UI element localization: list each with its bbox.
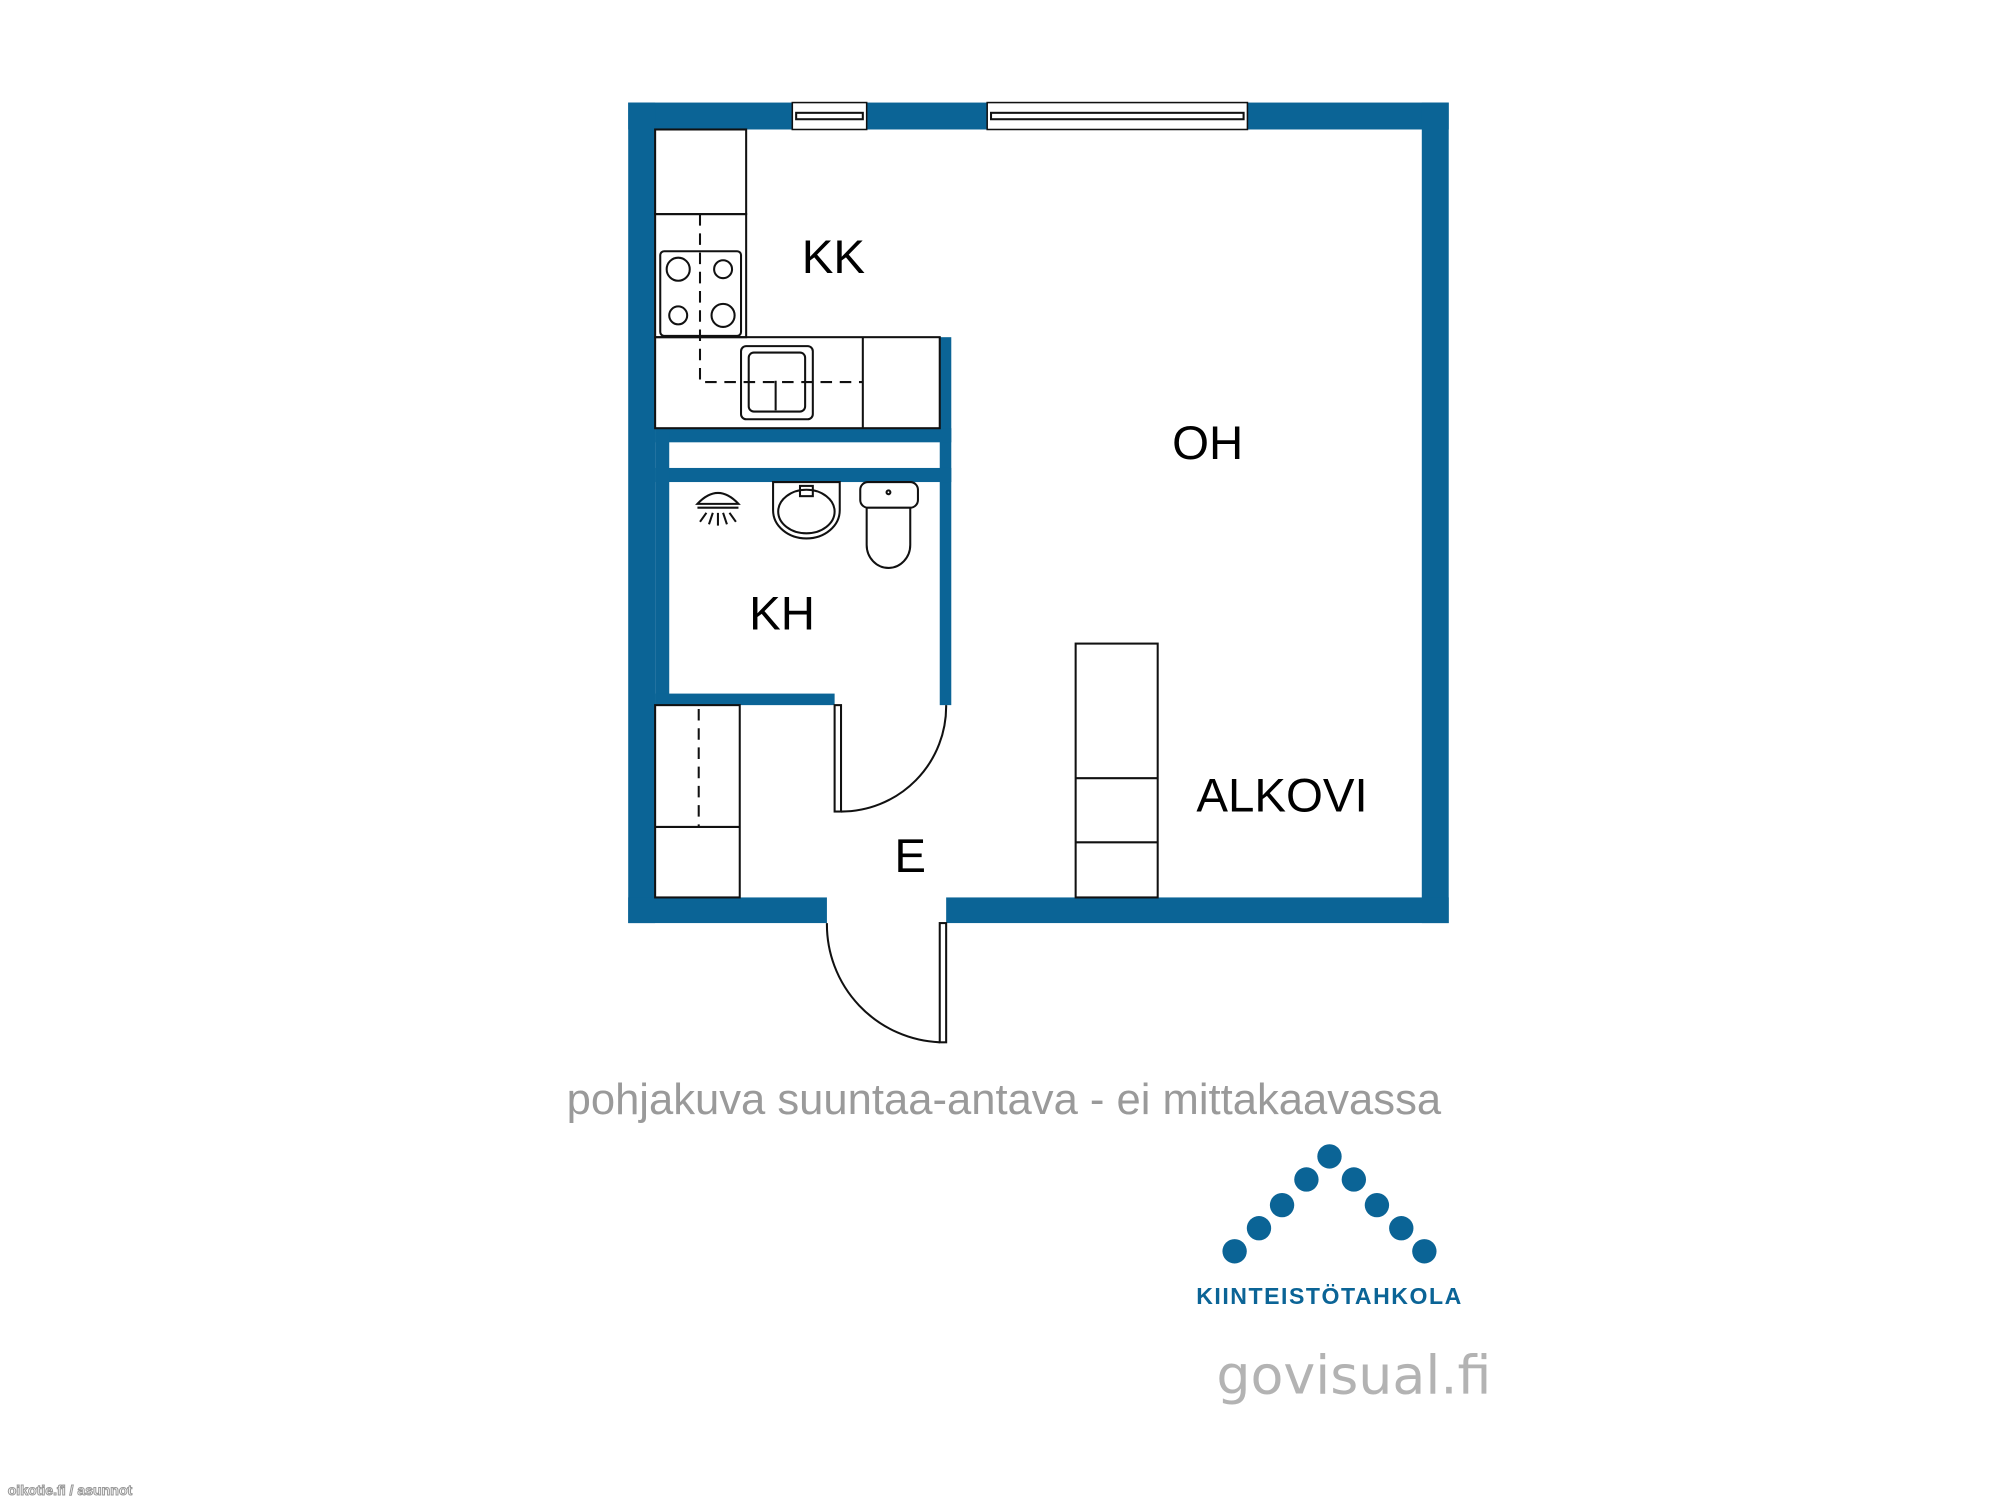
- window-small: [791, 101, 868, 131]
- stove-icon: [659, 250, 743, 337]
- room-label-e: E: [894, 830, 926, 883]
- walls: [628, 102, 1449, 924]
- watermark: oikotie.fi / asunnot: [8, 1482, 133, 1498]
- bathroom-door: [833, 704, 948, 813]
- kitchen-counter: [654, 128, 941, 430]
- window-large: [986, 101, 1249, 131]
- closet: [654, 704, 741, 899]
- washbasin-icon: [772, 481, 841, 540]
- toilet-icon: [859, 481, 919, 569]
- kiinteistotahkola-logo: KIINTEISTÖTAHKOLA: [1196, 1144, 1463, 1309]
- room-label-kh: KH: [749, 587, 815, 640]
- room-label-kk: KK: [802, 231, 866, 284]
- room-label-oh: OH: [1172, 417, 1243, 470]
- credit-text: govisual.fi: [1216, 1344, 1491, 1407]
- disclaimer-caption: pohjakuva suuntaa-antava - ei mittakaava…: [567, 1076, 1442, 1124]
- entry-door: [825, 922, 948, 1044]
- sink-icon: [740, 345, 814, 421]
- logo-text: KIINTEISTÖTAHKOLA: [1196, 1283, 1463, 1309]
- wardrobe: [1074, 642, 1159, 899]
- room-label-alkovi: ALKOVI: [1196, 770, 1367, 823]
- shower-icon: [695, 491, 741, 526]
